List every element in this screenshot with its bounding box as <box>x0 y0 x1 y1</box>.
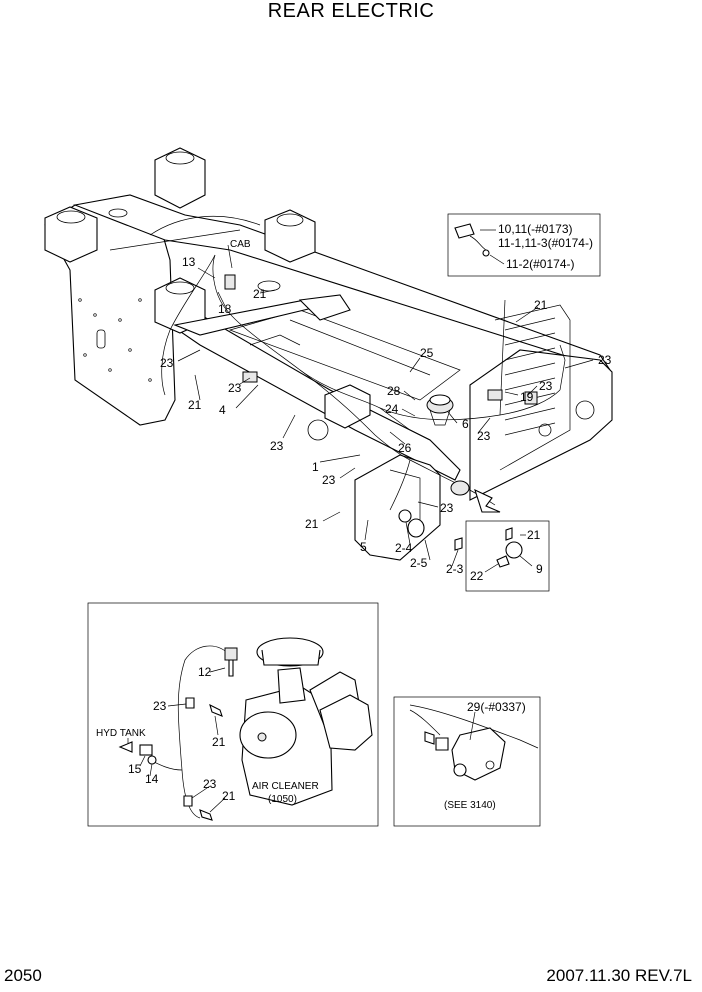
callout-6: 6 <box>462 417 469 431</box>
callout-2-4: 2-4 <box>395 541 413 555</box>
main-callouts: 13 CAB 18 21 23 21 23 4 23 1 23 21 5 2-4… <box>160 239 612 576</box>
callout-23: 23 <box>228 381 242 395</box>
callout-12: 12 <box>198 665 212 679</box>
callout-14: 14 <box>145 772 159 786</box>
label-hyd-tank: HYD TANK <box>96 728 146 739</box>
callout-23: 23 <box>203 777 217 791</box>
callout-9: 9 <box>536 562 543 576</box>
callout-26: 26 <box>398 441 412 455</box>
callout-23: 23 <box>160 356 174 370</box>
callout-4: 4 <box>219 403 226 417</box>
callout-21: 21 <box>527 528 541 542</box>
callout-21: 21 <box>212 735 226 749</box>
callout-23: 23 <box>322 473 336 487</box>
callout-21: 21 <box>188 398 202 412</box>
revision-date: 2007.11.30 REV.7L <box>546 966 692 985</box>
callout-23: 23 <box>598 353 612 367</box>
callout-21: 21 <box>222 789 236 803</box>
callout-23: 23 <box>153 699 167 713</box>
page-title: REAR ELECTRIC <box>267 0 435 22</box>
callout-19: 19 <box>520 390 534 404</box>
label-air-cleaner-ref: (1050) <box>268 794 297 805</box>
callout-23: 23 <box>477 429 491 443</box>
callout-28: 28 <box>387 384 401 398</box>
callout-lamp-3: 11-2(#0174-) <box>506 257 574 271</box>
callout-5: 5 <box>360 540 367 554</box>
callout-23: 23 <box>270 439 284 453</box>
callout-15: 15 <box>128 762 142 776</box>
callout-lamp-2: 11-1,11-3(#0174-) <box>498 236 593 250</box>
label-see-3140: (SEE 3140) <box>444 800 496 811</box>
callout-21: 21 <box>534 298 548 312</box>
callout-2-3: 2-3 <box>446 562 464 576</box>
callout-13: 13 <box>182 255 196 269</box>
label-air-cleaner: AIR CLEANER <box>252 781 319 792</box>
callout-23: 23 <box>440 501 454 515</box>
callout-23: 23 <box>539 379 553 393</box>
callout-21: 21 <box>253 287 267 301</box>
callout-18: 18 <box>218 302 232 316</box>
inset-sensor: 29(-#0337) (SEE 3140) <box>393 696 541 827</box>
callout-2-5: 2-5 <box>410 556 428 570</box>
callout-24: 24 <box>385 402 399 416</box>
inset-air-cleaner: 12 23 21 HYD TANK 15 14 23 21 AIR CLEANE… <box>87 602 379 827</box>
inset-lamp: 10,11(-#0173) 11-1,11-3(#0174-) 11-2(#01… <box>447 213 601 277</box>
callout-1: 1 <box>312 460 319 474</box>
upper-frame <box>44 147 613 561</box>
callout-29: 29(-#0337) <box>467 700 526 714</box>
page-number: 2050 <box>4 966 42 985</box>
callout-cab: CAB <box>230 239 251 250</box>
callout-25: 25 <box>420 346 434 360</box>
callout-22: 22 <box>470 569 484 583</box>
leader-lines <box>177 244 594 567</box>
components <box>224 274 538 551</box>
inset-switch: 21 22 9 <box>465 520 550 592</box>
callout-lamp-1: 10,11(-#0173) <box>498 222 573 236</box>
callout-21: 21 <box>305 517 319 531</box>
